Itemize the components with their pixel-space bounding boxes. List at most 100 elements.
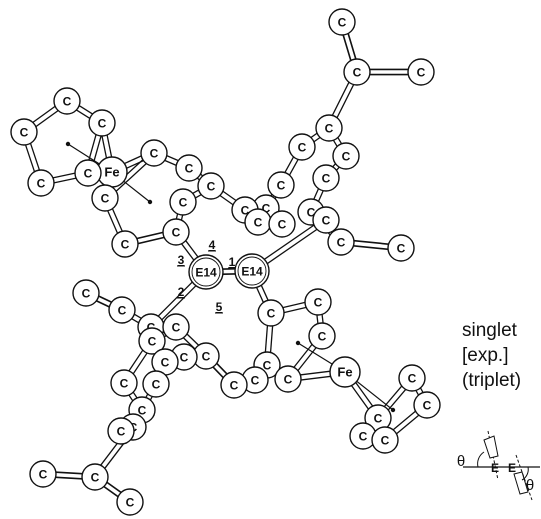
carbon-atom: C [413,391,441,419]
carbon-atom: C [327,228,355,256]
carbon-atom: C [268,210,296,238]
carbon-atom-circle [304,288,332,316]
carbon-atom-label: C [39,467,48,481]
carbon-atom-circle [327,228,355,256]
central-atom-ring [191,257,221,287]
legend-singlet: singlet [462,320,517,341]
carbon-atom-circle [343,58,371,86]
carbon-atom-circle [140,139,168,167]
carbon-atom-label: C [185,161,194,175]
carbon-atom-label: C [117,424,126,438]
carbon-atom: C [110,369,138,397]
carbon-atom-label: C [241,203,250,217]
carbon-atom: C [140,139,168,167]
carbon-atom: C [241,366,269,394]
carbon-atom-circle [138,327,166,355]
carbon-atom-label: C [98,116,107,130]
inset-angle-arc [521,466,529,481]
carbon-atom-label: C [322,171,331,185]
carbon-atom-label: C [318,329,327,343]
carbon-atom: C [116,488,144,516]
carbon-atom-circle [72,279,100,307]
carbon-atom-label: C [148,334,157,348]
carbon-atom: C [315,114,343,142]
inset-wedge [483,435,499,459]
carbon-atom-circle [108,296,136,324]
central-atom-circle [188,254,224,290]
carbon-atom-label: C [150,146,159,160]
carbon-atom-label: C [397,241,406,255]
carbon-atom: C [267,171,295,199]
inset-atom-left: E [491,461,499,475]
carbon-atom-label: C [207,179,216,193]
carbon-atom: C [308,322,336,350]
carbon-atom: C [197,172,225,200]
carbon-atom-circle [169,188,197,216]
ring-centroid-dot [147,199,153,205]
carbon-atom-label: C [325,121,334,135]
carbon-atom-label: C [254,215,263,229]
carbon-atom: C [175,154,203,182]
carbon-atom-circle [27,169,55,197]
carbon-atom-label: C [37,176,46,190]
bond-number-label: 2 [178,285,185,299]
carbon-atom: C [312,206,340,234]
carbon-atom: C [162,313,190,341]
carbon-atom-label: C [120,376,129,390]
carbon-atom-label: C [101,191,110,205]
carbon-atom: C [192,342,220,370]
carbon-atom-circle [53,87,81,115]
iron-atom-label: Fe [337,365,352,380]
carbon-atom: C [108,296,136,324]
carbon-atom-label: C [267,306,276,320]
carbon-atom-circle [142,370,170,398]
central-atom-label: E14 [195,265,217,279]
carbon-atom-circle [116,488,144,516]
carbon-atom-label: C [417,65,426,79]
carbon-atom-circle [312,164,340,192]
iron-atom-circle [329,356,361,388]
carbon-atom: C [27,169,55,197]
carbon-atom-circle [257,299,285,327]
inset-dashed-plane [515,454,533,501]
carbon-atom-label: C [172,320,181,334]
iron-atom-label: Fe [104,165,119,180]
carbon-atom-circle [107,417,135,445]
carbon-atom-label: C [126,495,135,509]
carbon-atom: C [91,184,119,212]
carbon-atom-circle [197,172,225,200]
carbon-atom-label: C [152,377,161,391]
carbon-atom-circle [91,184,119,212]
carbon-atom-circle [162,313,190,341]
carbon-atom: C [349,422,377,450]
bond-number-label: 3 [178,253,185,267]
carbon-atom-label: C [121,237,130,251]
carbon-atom-label: C [118,303,127,317]
legend-experimental: [exp.] [462,345,509,366]
carbon-atom: C [257,299,285,327]
carbon-atom-circle [111,230,139,258]
carbon-atom-label: C [278,217,287,231]
carbon-atom-circle [407,58,435,86]
carbon-atom-label: C [251,373,260,387]
carbon-atom-label: C [147,320,156,334]
carbon-atom-label: C [230,378,239,392]
carbon-atom: C [81,463,109,491]
carbon-atom-circle [268,210,296,238]
carbon-atom: C [88,109,116,137]
carbon-atom-label: C [161,355,170,369]
carbon-atom-circle [220,371,248,399]
bond-number-label: 1 [229,255,236,269]
carbon-atom-circle [328,8,356,36]
inset-atom-right: E [508,461,516,475]
carbon-atom-circle [162,218,190,246]
carbon-atom: C [142,370,170,398]
carbon-atom: C [274,365,302,393]
carbon-atom: C [29,460,57,488]
carbon-atom-circle [175,154,203,182]
carbon-atom-label: C [138,403,147,417]
legend-triplet: (triplet) [462,370,522,391]
carbon-atom-circle [110,369,138,397]
